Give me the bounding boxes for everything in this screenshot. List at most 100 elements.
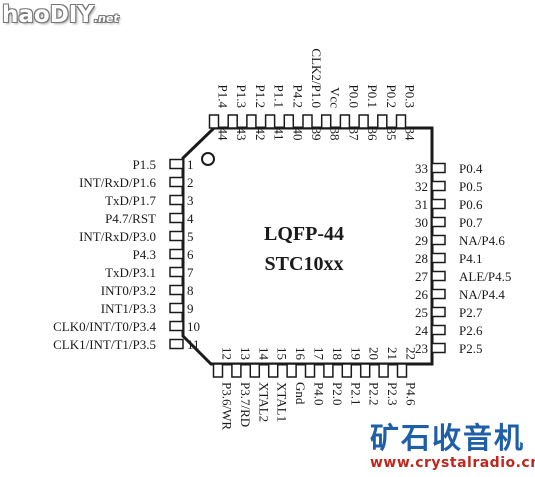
pin-1-pad <box>169 158 184 170</box>
pin-24-number: 24 <box>415 323 429 338</box>
pin-2-pad <box>169 176 184 188</box>
pin-32-label: P0.5 <box>459 179 482 194</box>
pin-12-number: 12 <box>220 347 235 360</box>
pin-8-label: INT0/P3.2 <box>101 283 156 298</box>
pin-4-label: P4.7/RST <box>105 211 156 226</box>
pin-38-label: Vcc <box>328 87 343 108</box>
pin-35-label: P0.2 <box>384 85 399 108</box>
pin-8-number: 8 <box>187 283 194 298</box>
pin-11-number: 11 <box>187 337 200 352</box>
pin-29-label: NA/P4.6 <box>459 233 505 248</box>
pin-16-label: Gnd <box>293 382 308 405</box>
pin-23-number: 23 <box>415 341 428 356</box>
pin-41-label: P1.1 <box>272 85 287 108</box>
chip-package-label: LQFP-44 <box>264 223 344 245</box>
pin-19-number: 19 <box>348 347 363 360</box>
pin-41-number: 41 <box>272 128 287 141</box>
pin-21-pad <box>378 363 389 378</box>
pin-37-pad <box>339 114 351 129</box>
pin-40-label: P4.2 <box>290 85 305 108</box>
pin-44-pad <box>208 114 220 129</box>
haodiy-logo-watermark: haoDIY.net <box>2 2 119 28</box>
pin-33-pad <box>431 162 446 174</box>
pin-40-number: 40 <box>290 128 305 141</box>
pin-22-label: P4.6 <box>404 382 419 406</box>
pin-7-label: TxD/P3.1 <box>105 265 156 280</box>
pin-8-pad <box>169 284 184 296</box>
pin-2-number: 2 <box>187 175 194 190</box>
pin-6-number: 6 <box>187 247 194 262</box>
pin-19-label: P2.1 <box>348 382 363 405</box>
pin-27-number: 27 <box>415 269 429 284</box>
pin-15-number: 15 <box>275 347 290 360</box>
pin-42-number: 42 <box>253 128 268 141</box>
pin-31-pad <box>431 198 446 210</box>
pin-43-pad <box>227 114 238 129</box>
pin-16-pad <box>286 363 297 378</box>
pin-14-number: 14 <box>256 347 271 361</box>
pin1-marker-dot <box>201 152 215 166</box>
chip-body <box>181 126 434 366</box>
pin-31-number: 31 <box>415 197 428 212</box>
pin-2-label: INT/RxD/P1.6 <box>79 175 156 190</box>
pin-32-number: 32 <box>415 179 428 194</box>
pin-27-label: ALE/P4.5 <box>459 269 511 284</box>
pin-30-number: 30 <box>415 215 428 230</box>
pin-33-label: P0.4 <box>459 161 483 176</box>
logo-text: haoDIY <box>2 2 94 28</box>
pin-26-pad <box>431 288 446 300</box>
pin-32-pad <box>431 180 446 192</box>
pin-39-pad <box>302 114 313 129</box>
pin-35-number: 35 <box>384 128 399 141</box>
pin-4-number: 4 <box>187 211 194 226</box>
pin-18-pad <box>323 363 334 378</box>
pin-34-label: P0.3 <box>403 85 418 108</box>
pin-43-label: P1.3 <box>234 85 249 108</box>
pins-top-group: 34P0.335P0.236P0.137P0.038Vcc39CLK2/P1.0… <box>208 48 418 142</box>
pin-15-pad <box>267 363 279 378</box>
pin-30-pad <box>431 216 446 228</box>
pin-38-number: 38 <box>328 128 343 141</box>
pin-5-label: INT/RxD/P3.0 <box>79 229 156 244</box>
pin-14-label: XTAL2 <box>256 382 271 422</box>
pins-bottom-group: 12P3.6/WR13P3.7/RD14XTAL215XTAL116Gnd17P… <box>212 347 419 430</box>
pin-34-pad <box>395 114 407 129</box>
pin-17-label: P4.0 <box>312 382 327 405</box>
pin-6-label: P4.3 <box>133 247 156 262</box>
pin-14-pad <box>249 363 261 378</box>
pin-25-pad <box>431 306 446 318</box>
pin-6-pad <box>169 248 184 260</box>
pin-29-pad <box>431 234 446 246</box>
pin-31-label: P0.6 <box>459 197 483 212</box>
pin-37-label: P0.0 <box>346 85 361 108</box>
pin-12-label: P3.6/WR <box>220 382 235 430</box>
pin-1-label: P1.5 <box>133 157 156 172</box>
pin-29-number: 29 <box>415 233 428 248</box>
pin-9-pad <box>169 302 184 314</box>
pin-9-number: 9 <box>187 301 194 316</box>
pin-26-label: NA/P4.4 <box>459 287 505 302</box>
pin-22-pad <box>396 363 408 378</box>
pin-10-pad <box>169 320 184 332</box>
pin-13-label: P3.7/RD <box>238 382 253 427</box>
pin-5-pad <box>169 230 184 242</box>
pins-left-group: 1P1.52INT/RxD/P1.63TxD/P1.74P4.7/RST5INT… <box>53 157 200 352</box>
pin-28-number: 28 <box>415 251 428 266</box>
pin-24-pad <box>431 324 446 336</box>
pin-20-pad <box>359 363 371 378</box>
pin-42-label: P1.2 <box>253 85 268 108</box>
pin-41-pad <box>264 114 276 129</box>
pin-21-label: P2.3 <box>385 382 400 405</box>
pin-37-number: 37 <box>346 128 361 142</box>
pin-20-label: P2.2 <box>367 382 382 405</box>
pin-9-label: INT1/P3.3 <box>101 301 156 316</box>
pin-39-number: 39 <box>309 128 324 141</box>
pin-43-number: 43 <box>234 128 249 141</box>
pin-30-label: P0.7 <box>459 215 483 230</box>
pin-10-number: 10 <box>187 319 200 334</box>
pin-11-label: CLK1/INT/T1/P3.5 <box>53 337 156 352</box>
pin-13-number: 13 <box>238 347 253 360</box>
